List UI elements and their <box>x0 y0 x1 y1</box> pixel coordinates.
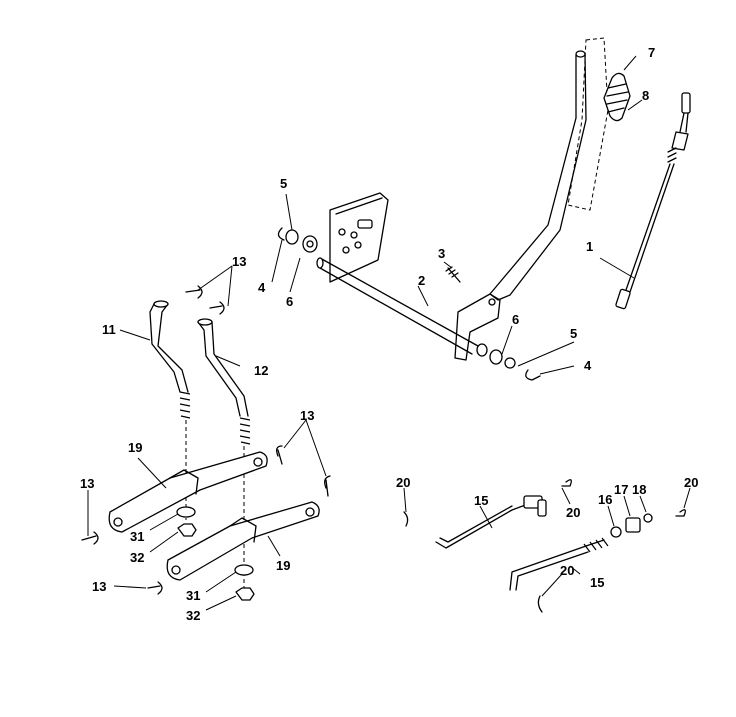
callout-8: 8 <box>642 88 649 103</box>
lift-handle <box>454 37 609 361</box>
callout-32-upper: 32 <box>130 550 144 565</box>
callout-6-right: 6 <box>512 312 519 327</box>
callout-20-lower: 20 <box>560 563 574 578</box>
callout-5-left: 5 <box>280 176 287 191</box>
callout-32-lower: 32 <box>186 608 200 623</box>
callout-17: 17 <box>614 482 628 497</box>
callout-13-left: 13 <box>80 476 94 491</box>
washer-nut-upper <box>176 506 197 537</box>
callout-13-bottom: 13 <box>92 579 106 594</box>
callout-13-top: 13 <box>232 254 246 269</box>
callout-2: 2 <box>418 273 425 288</box>
cotter-pins <box>81 285 331 595</box>
callout-16: 16 <box>598 492 612 507</box>
callout-31-upper: 31 <box>130 529 144 544</box>
callout-15-upper: 15 <box>474 493 488 508</box>
callout-labels: 1 2 3 4 4 5 5 6 6 7 8 11 12 13 13 13 13 … <box>80 45 698 623</box>
callout-7: 7 <box>648 45 655 60</box>
callout-18: 18 <box>632 482 646 497</box>
left-shaft-hardware <box>277 227 318 253</box>
lift-arm-upper <box>108 451 268 533</box>
callout-11: 11 <box>102 322 116 337</box>
callout-1: 1 <box>586 239 593 254</box>
lift-cable <box>615 92 691 310</box>
lift-rod-lower <box>509 479 686 613</box>
callout-20-mid: 20 <box>566 505 580 520</box>
callout-20-left: 20 <box>396 475 410 490</box>
callout-20-right: 20 <box>684 475 698 490</box>
main-shaft <box>316 257 541 381</box>
pivot-plate <box>329 192 389 283</box>
leader-lines <box>87 55 691 611</box>
callout-31-lower: 31 <box>186 588 200 603</box>
callout-6-left: 6 <box>286 294 293 309</box>
lift-rod-upper <box>403 495 547 549</box>
lift-link-left <box>149 300 191 419</box>
callout-12: 12 <box>254 363 268 378</box>
callout-15-lower: 15 <box>590 575 604 590</box>
pin <box>445 266 461 283</box>
callout-4-right: 4 <box>584 358 592 373</box>
callout-19-upper: 19 <box>128 440 142 455</box>
lift-link-right <box>197 318 251 445</box>
callout-4-left: 4 <box>258 280 266 295</box>
callout-19-lower: 19 <box>276 558 290 573</box>
callout-13-right: 13 <box>300 408 314 423</box>
callout-5-right: 5 <box>570 326 577 341</box>
callout-3: 3 <box>438 246 445 261</box>
lift-arm-lower <box>166 501 320 581</box>
washer-nut-lower <box>234 564 255 601</box>
handle-grip <box>603 72 631 122</box>
